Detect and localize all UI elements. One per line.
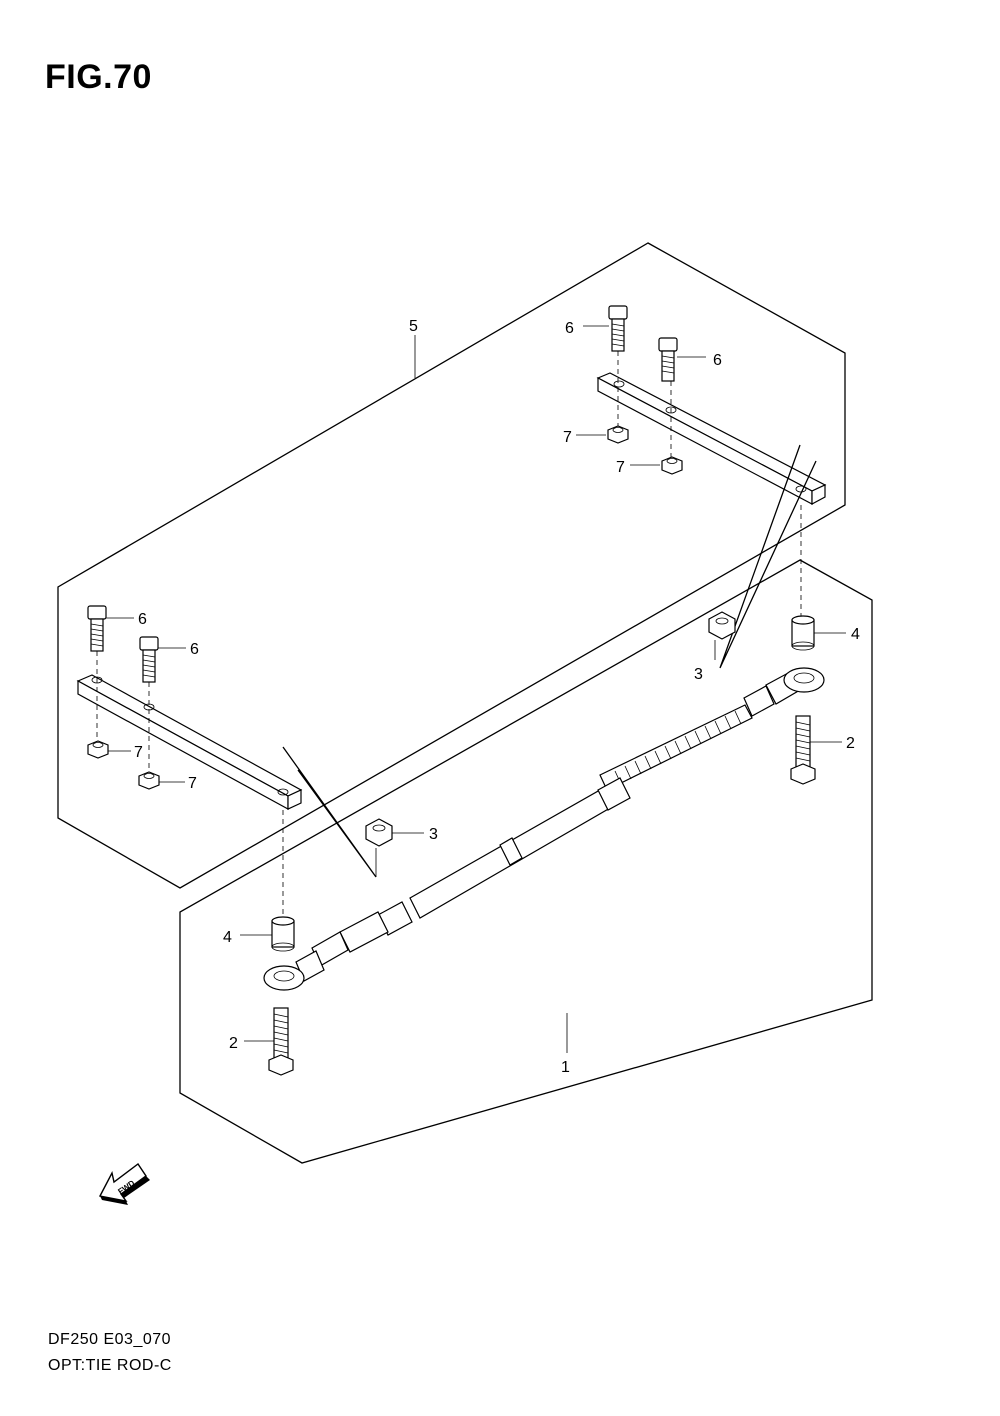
bolt-6-l-b xyxy=(139,636,159,683)
nut-7-ur-b xyxy=(661,456,683,475)
callout-5: 5 xyxy=(409,318,418,335)
callout-2-right: 2 xyxy=(846,735,855,752)
callout-6-ur-a: 6 xyxy=(565,320,574,337)
bolt-6-l-a xyxy=(87,605,107,652)
leader-v-left xyxy=(282,746,377,878)
callout-7-l-a: 7 xyxy=(134,744,143,761)
spacer-4-left xyxy=(271,916,295,952)
nut-7-ur-a xyxy=(607,425,629,444)
callout-3-right: 3 xyxy=(694,666,703,683)
bracket-right xyxy=(596,372,827,506)
callout-6-ur-b: 6 xyxy=(713,352,722,369)
callout-2-left: 2 xyxy=(229,1035,238,1052)
nut-3-right xyxy=(708,611,736,640)
callout-6-l-b: 6 xyxy=(190,641,199,658)
model-code: DF250 E03_070 xyxy=(48,1331,172,1348)
callout-7-ur-b: 7 xyxy=(616,459,625,476)
callout-3-left: 3 xyxy=(429,826,438,843)
callout-4-right: 4 xyxy=(851,626,860,643)
bolt-2-right xyxy=(790,715,816,785)
callout-6-l-a: 6 xyxy=(138,611,147,628)
bracket-left xyxy=(76,674,303,811)
bolt-2-left xyxy=(268,1007,294,1076)
callout-1: 1 xyxy=(561,1059,570,1076)
callout-7-ur-a: 7 xyxy=(563,429,572,446)
bolt-6-ur-a xyxy=(608,305,628,352)
leader-v-right xyxy=(719,444,817,669)
figure-title: FIG.70 xyxy=(45,58,152,96)
fwd-arrow-icon: FWD xyxy=(98,1162,150,1205)
nut-3-left xyxy=(365,818,393,847)
tie-rod xyxy=(263,667,825,991)
nut-7-l-a xyxy=(87,740,109,759)
nut-7-l-b xyxy=(138,771,160,790)
spacer-4-right xyxy=(791,615,815,651)
leader-lines xyxy=(106,325,846,1053)
callout-4-left: 4 xyxy=(223,929,232,946)
center-lines xyxy=(96,351,802,915)
bolt-6-ur-b xyxy=(658,337,678,382)
figure-subtitle: OPT:TIE ROD-C xyxy=(48,1357,172,1374)
group-frame-1 xyxy=(179,559,873,1164)
callout-7-l-b: 7 xyxy=(188,775,197,792)
group-frame-5 xyxy=(57,242,846,889)
